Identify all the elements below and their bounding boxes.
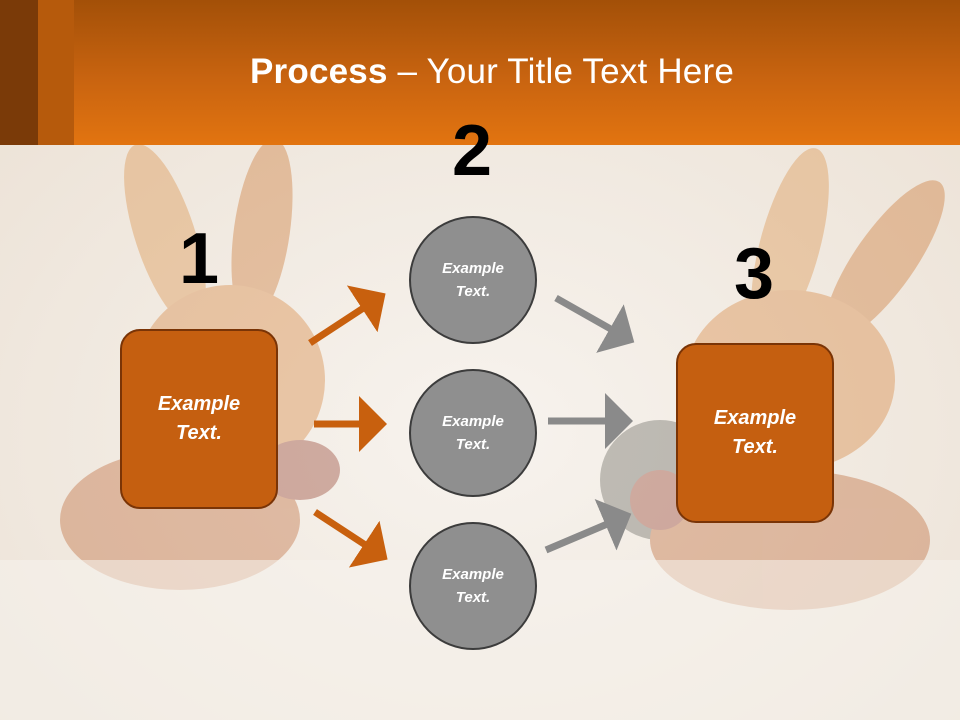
circle-text: Example Text. xyxy=(442,563,504,609)
step-3-box-text: Example Text. xyxy=(714,404,796,462)
circle-text: Example Text. xyxy=(442,257,504,303)
step-2-circle-middle: Example Text. xyxy=(409,369,537,497)
circle-text-line: Example xyxy=(442,260,504,277)
step-number-2: 2 xyxy=(451,111,493,191)
step-2-circle-bottom: Example Text. xyxy=(409,522,537,650)
step-1-box-text: Example Text. xyxy=(158,390,240,448)
slide-title: Process – Your Title Text Here xyxy=(0,52,960,92)
step-number-3: 3 xyxy=(733,234,775,314)
circle-text-line: Text. xyxy=(455,589,491,606)
header-accent-strip xyxy=(38,0,74,145)
step-number-1: 1 xyxy=(178,219,220,299)
circle-text-line: Example xyxy=(442,566,504,583)
arrow-2-to-3-top xyxy=(554,294,635,353)
box-text-line: Text. xyxy=(732,436,778,458)
step-1-box: Example Text. xyxy=(120,329,278,509)
box-text-line: Text. xyxy=(176,422,222,444)
circle-text-line: Text. xyxy=(455,283,491,300)
step-3-box: Example Text. xyxy=(676,343,834,523)
arrow-1-to-2-bottom xyxy=(313,509,388,568)
header-band xyxy=(0,0,960,145)
circle-text: Example Text. xyxy=(442,410,504,456)
box-text-line: Example xyxy=(713,407,797,429)
title-rest: – Your Title Text Here xyxy=(387,52,734,91)
box-text-line: Example xyxy=(157,393,241,415)
arrow-2-to-3-bottom xyxy=(544,498,632,554)
circle-text-line: Text. xyxy=(455,436,491,453)
arrow-1-to-2-top xyxy=(308,285,386,346)
title-bold: Process xyxy=(250,52,388,91)
step-2-circle-top: Example Text. xyxy=(409,216,537,344)
header-accent-strip xyxy=(0,0,38,145)
circle-text-line: Example xyxy=(442,413,504,430)
